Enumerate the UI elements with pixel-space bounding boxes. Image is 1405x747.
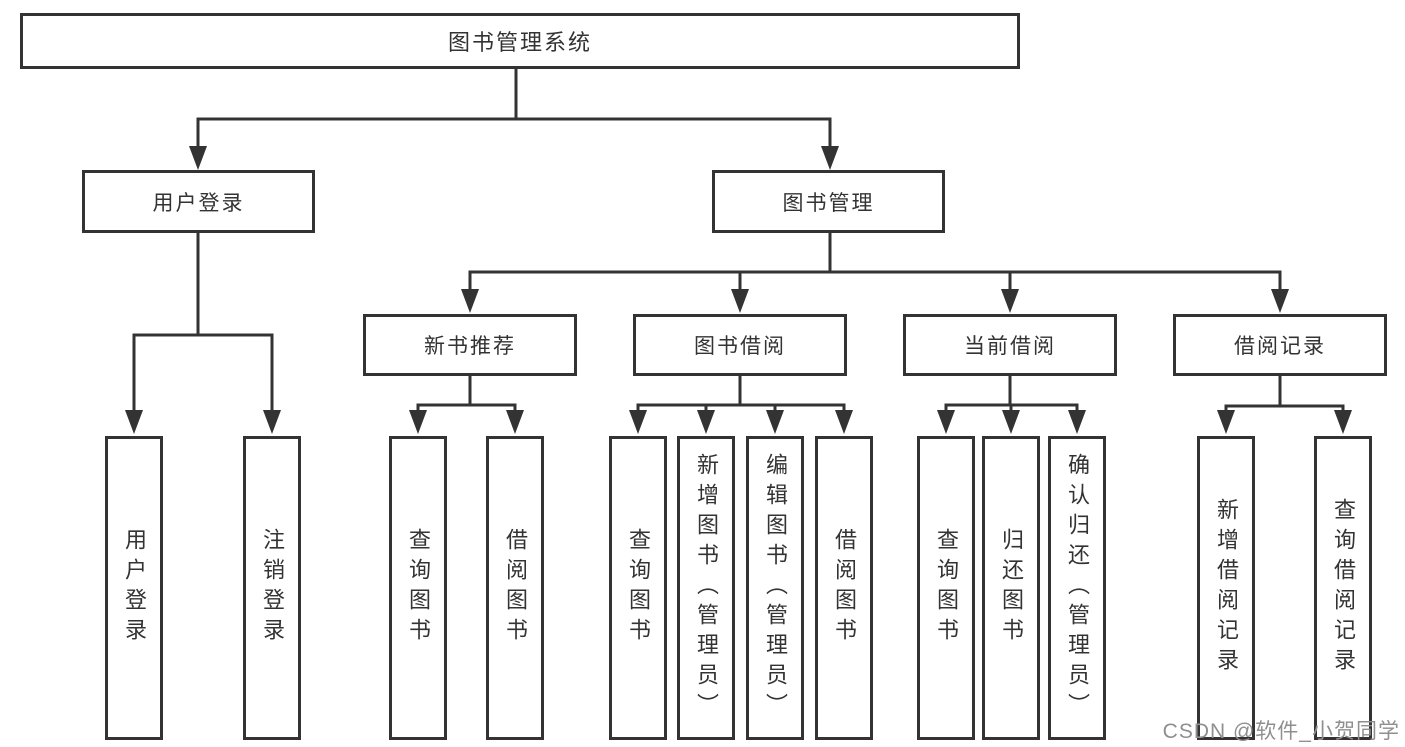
node-current-borrow: 当前借阅 <box>903 314 1117 376</box>
leaf-label: 新增借阅记录 <box>1214 498 1239 678</box>
leaf-recommend-borrow-books: 借阅图书 <box>486 436 544 740</box>
leaf-logout: 注销登录 <box>243 436 301 740</box>
leaf-current-query-books: 查询图书 <box>917 436 975 740</box>
leaf-recommend-query-books: 查询图书 <box>389 436 447 740</box>
node-system: 图书管理系统 <box>20 13 1020 69</box>
watermark-csdn: CSDN @软件_小贺同学 <box>1162 720 1400 743</box>
leaf-records-query-record: 查询借阅记录 <box>1314 436 1372 740</box>
leaf-label: 查询图书 <box>934 528 959 648</box>
node-new-book-recommend: 新书推荐 <box>363 314 577 376</box>
leaf-label: 借阅图书 <box>503 528 528 648</box>
leaf-label: 查询借阅记录 <box>1331 498 1356 678</box>
leaf-label: 注销登录 <box>260 528 285 648</box>
leaf-label: 新增图书（管理员） <box>694 453 719 723</box>
leaf-label: 查询图书 <box>406 528 431 648</box>
leaf-label: 确认归还（管理员） <box>1065 453 1090 723</box>
arrowheads <box>125 146 1352 434</box>
node-borrow-records: 借阅记录 <box>1173 314 1387 376</box>
leaf-current-return-books: 归还图书 <box>982 436 1040 740</box>
leaf-user-login: 用户登录 <box>105 436 163 740</box>
leaf-label: 归还图书 <box>999 528 1024 648</box>
leaf-label: 借阅图书 <box>832 528 857 648</box>
leaf-borrow-add-books-admin: 新增图书（管理员） <box>677 436 735 740</box>
leaf-borrow-borrow-books: 借阅图书 <box>815 436 873 740</box>
leaf-label: 编辑图书（管理员） <box>763 453 788 723</box>
leaf-borrow-query-books: 查询图书 <box>609 436 667 740</box>
leaf-label: 用户登录 <box>122 528 147 648</box>
leaf-current-confirm-return-admin: 确认归还（管理员） <box>1048 436 1106 740</box>
node-book-management: 图书管理 <box>712 170 945 233</box>
leaf-records-add-record: 新增借阅记录 <box>1197 436 1255 740</box>
node-book-borrow: 图书借阅 <box>633 314 847 376</box>
node-user-login: 用户登录 <box>82 170 315 233</box>
leaf-label: 查询图书 <box>626 528 651 648</box>
leaf-borrow-edit-books-admin: 编辑图书（管理员） <box>746 436 804 740</box>
